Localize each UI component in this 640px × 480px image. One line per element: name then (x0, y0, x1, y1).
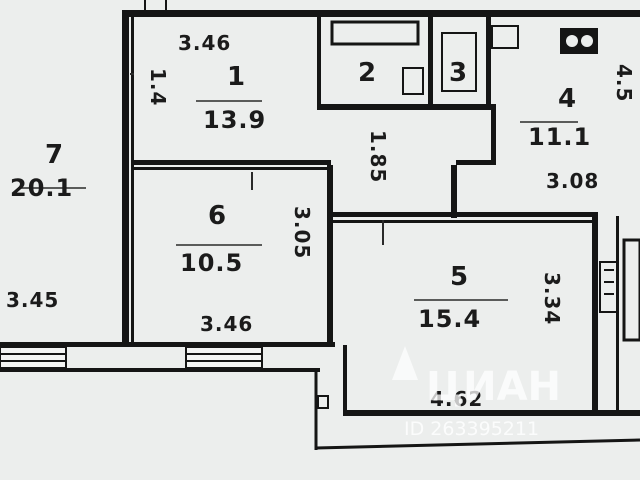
room-1-width: 3.46 (178, 31, 232, 55)
room-1-number: 1 (227, 62, 247, 92)
room-4-depth: 4.5 (612, 64, 636, 103)
watermark-logo-icon (392, 346, 418, 380)
room-6-area: 10.5 (180, 249, 244, 277)
room-7-number: 7 (45, 140, 65, 170)
room-4-number: 4 (558, 84, 578, 114)
corridor-width: 1.85 (366, 130, 390, 184)
room-1-area: 13.9 (203, 106, 267, 134)
room-6-depth: 3.05 (290, 206, 314, 260)
room-3-number: 3 (449, 58, 469, 88)
room-4-area: 11.1 (528, 123, 592, 151)
room-4-width: 3.08 (546, 169, 600, 193)
room-6-number: 6 (208, 201, 228, 231)
room-2-number: 2 (358, 58, 378, 88)
room-5-area: 15.4 (418, 305, 482, 333)
watermark-id: ID 263395211 (404, 418, 540, 440)
room-6-width: 3.46 (200, 312, 254, 336)
room-7-width: 3.45 (6, 288, 60, 312)
room-5-depth: 3.34 (540, 272, 564, 326)
room-5-width: 4.62 (430, 387, 484, 411)
room-5-number: 5 (450, 262, 470, 292)
room-7-area: 20.1 (10, 174, 74, 202)
room-1-depth: 1.4 (146, 68, 170, 107)
watermark-brand: ЦИАН (426, 364, 562, 410)
